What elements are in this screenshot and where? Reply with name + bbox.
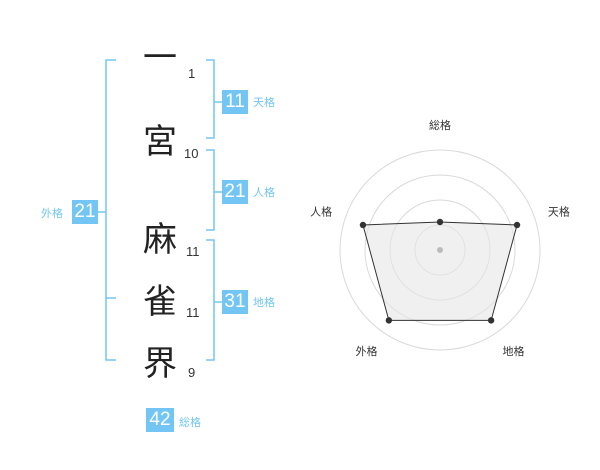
gaikaku-bracket bbox=[105, 59, 116, 361]
tenkaku-bracket bbox=[206, 59, 215, 139]
radar-point-1 bbox=[436, 218, 444, 226]
radar-area bbox=[362, 221, 518, 321]
radar-point-5 bbox=[359, 221, 367, 229]
gaikaku-label: 外格 bbox=[41, 207, 63, 220]
radar-point-4 bbox=[385, 317, 393, 324]
tenkaku-value: 11 bbox=[222, 90, 248, 114]
name-char-4: 雀 bbox=[143, 282, 177, 322]
radar-axis-label-2: 天格 bbox=[548, 204, 570, 218]
stroke-count-4: 11 bbox=[186, 305, 200, 320]
name-char-1: 一 bbox=[143, 38, 177, 78]
radar-point-3 bbox=[487, 317, 495, 324]
radar-axis-label-4: 外格 bbox=[356, 344, 378, 358]
name-char-5: 界 bbox=[143, 344, 177, 384]
gaikaku-value: 21 bbox=[72, 200, 98, 224]
radar-ring bbox=[339, 149, 541, 351]
radar-axis-label-5: 人格 bbox=[310, 204, 332, 218]
jinkaku-value: 21 bbox=[222, 180, 248, 204]
chikaku-label: 地格 bbox=[253, 296, 275, 309]
soukaku-value: 42 bbox=[146, 408, 174, 432]
chikaku-bracket bbox=[206, 239, 215, 361]
radar-axis-label-3: 地格 bbox=[502, 344, 524, 358]
chikaku-value: 31 bbox=[222, 290, 248, 314]
name-char-2: 宮 bbox=[143, 122, 177, 162]
soukaku-label: 総格 bbox=[179, 416, 201, 429]
name-char-3: 麻 bbox=[143, 220, 177, 260]
radar-axis-label-1: 総格 bbox=[429, 118, 451, 132]
jinkaku-label: 人格 bbox=[253, 186, 275, 199]
radar-center bbox=[437, 247, 443, 253]
stroke-count-5: 9 bbox=[188, 365, 196, 380]
stroke-count-2: 10 bbox=[184, 146, 199, 161]
tenkaku-label: 天格 bbox=[253, 96, 275, 109]
stroke-count-1: 1 bbox=[188, 66, 196, 81]
jinkaku-bracket bbox=[206, 149, 215, 231]
radar-point-2 bbox=[513, 221, 521, 229]
stroke-count-3: 11 bbox=[186, 244, 200, 259]
radar-ring bbox=[364, 174, 516, 326]
